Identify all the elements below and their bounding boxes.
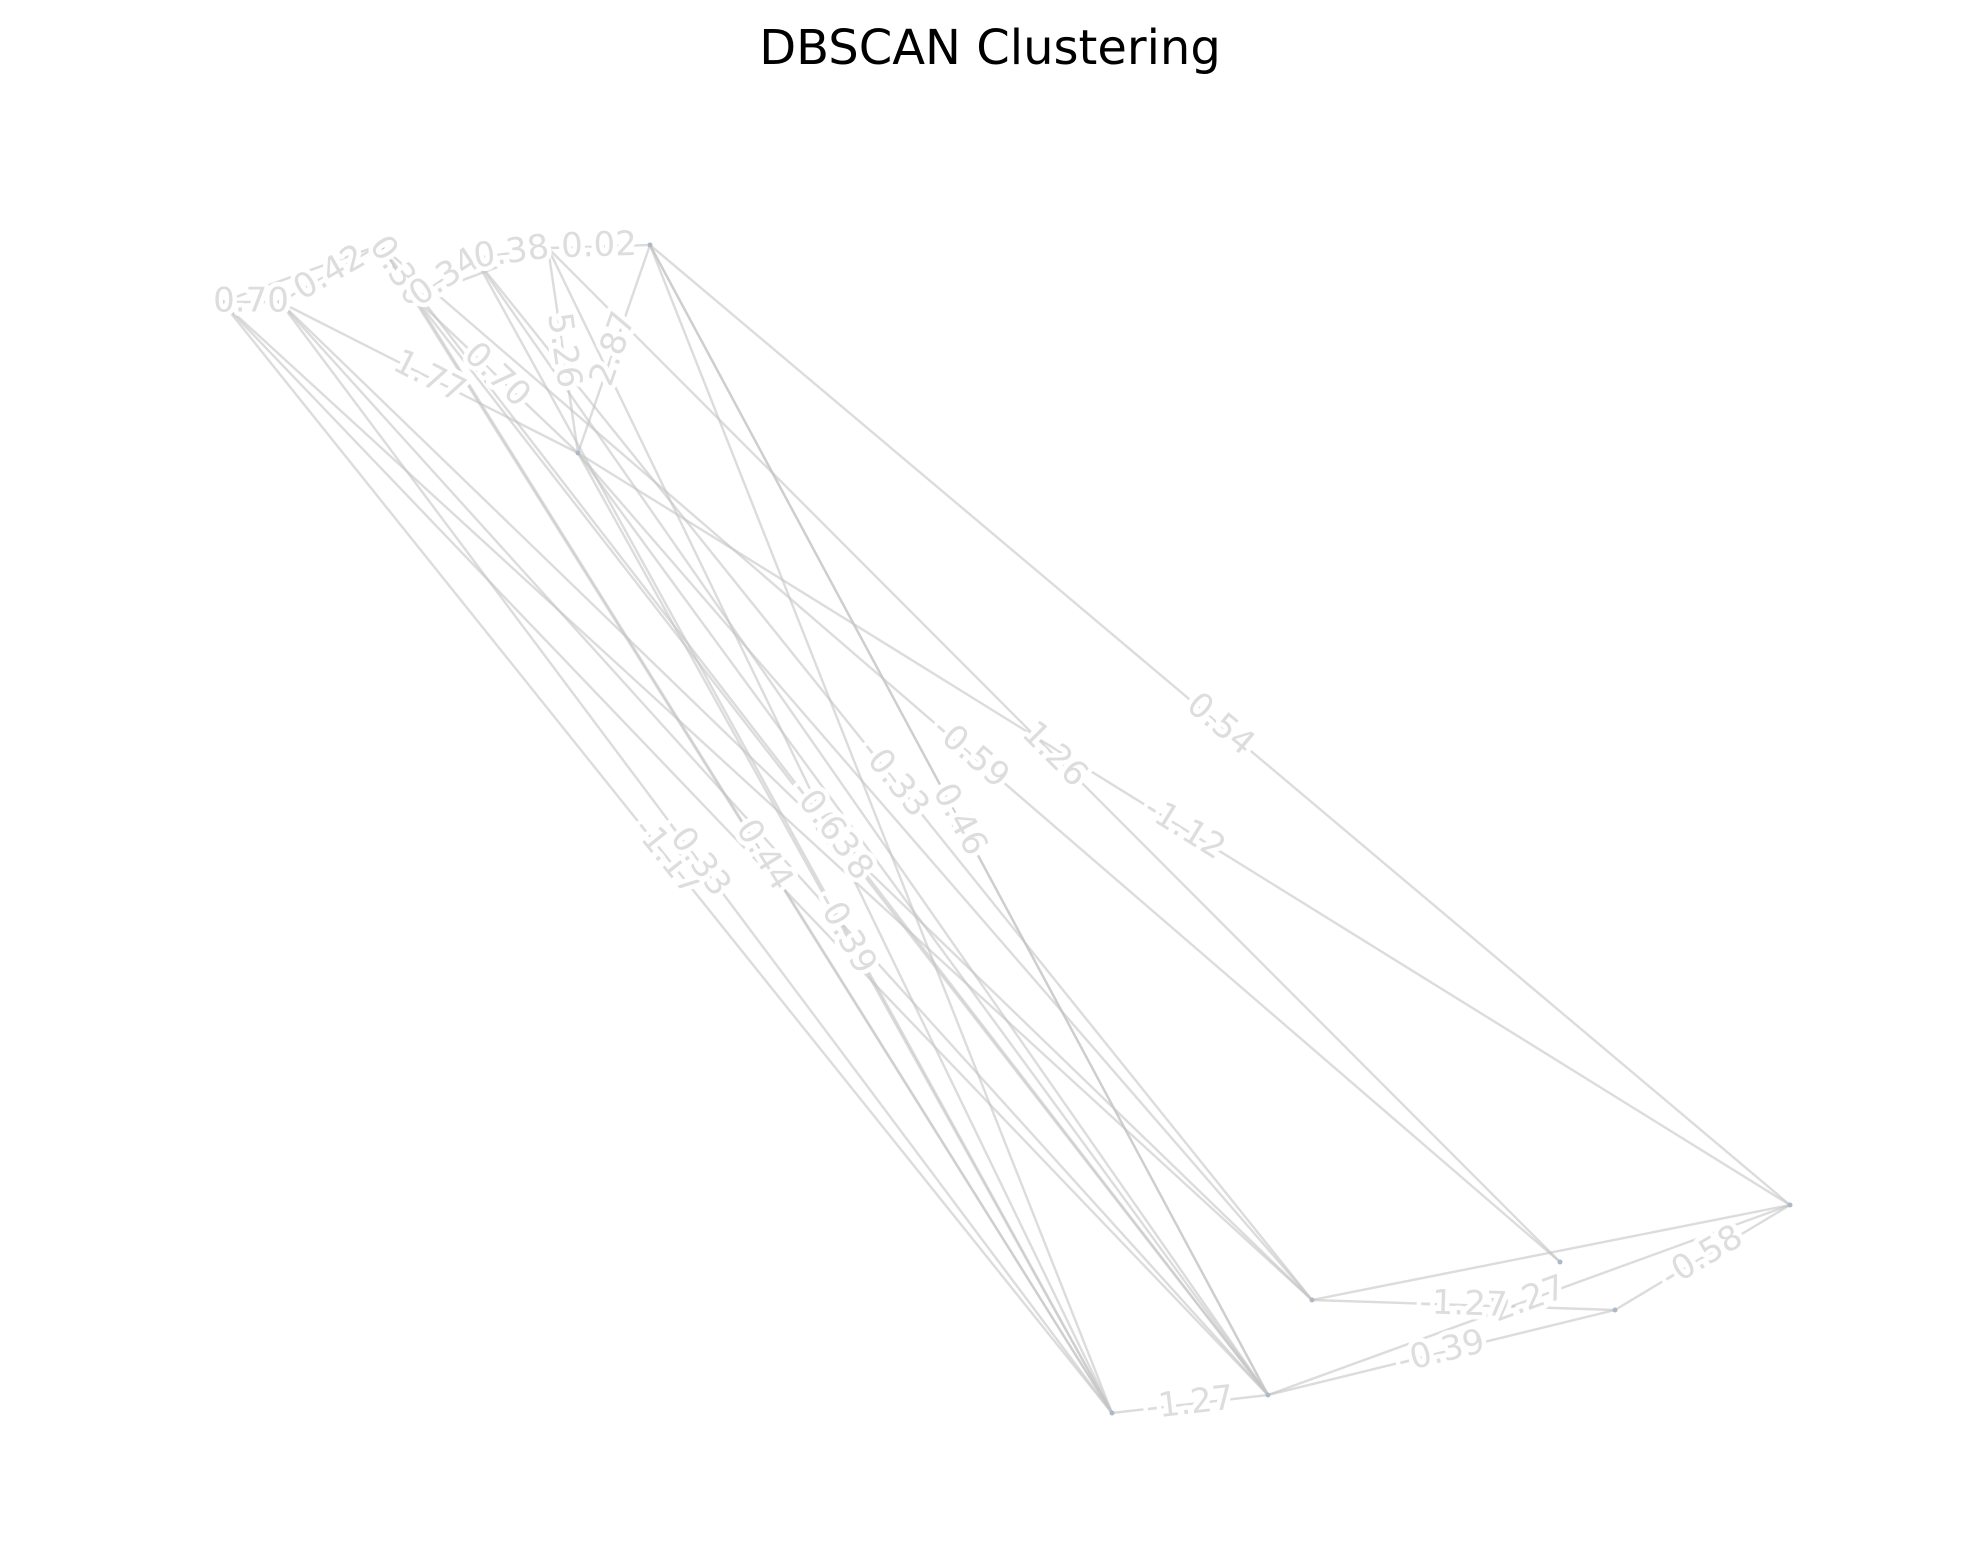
edge-n13-n9 [1311, 1203, 1791, 1302]
node-n11 [1109, 1410, 1115, 1416]
edge-n3-n11 [378, 244, 1114, 1414]
edge-n7-n9 [649, 244, 1791, 1206]
edge-label: 0.38 [471, 227, 551, 277]
edge-n7-n11 [648, 244, 1114, 1414]
edge-label: 0.02 [561, 224, 638, 266]
node-n5 [472, 255, 478, 261]
edge-n2-n8 [279, 300, 579, 455]
edge-n12-n14 [1267, 1308, 1616, 1397]
edge-n6-n8 [546, 247, 580, 454]
edge-n2-n11 [279, 301, 1113, 1414]
edge-n2-n12 [279, 301, 1269, 1396]
edge-n1-n3 [221, 243, 381, 304]
edge-label: 1.26 [1014, 713, 1096, 795]
edge-n1-n13 [221, 301, 1313, 1301]
edge-n6-n10 [547, 247, 1561, 1263]
node-n4 [412, 295, 418, 301]
edge-label: 1.77 [387, 341, 473, 411]
node-n10 [1557, 1259, 1563, 1265]
node-n1 [219, 299, 225, 305]
edge-n3-n10 [379, 244, 1561, 1263]
edges-layer [221, 243, 1791, 1415]
edge-n7-n8 [576, 244, 652, 454]
node-n13 [1309, 1297, 1315, 1303]
node-n12 [1265, 1392, 1271, 1398]
node-n14 [1612, 1307, 1618, 1313]
node-n9 [1787, 1202, 1793, 1208]
edge-n11-n12 [1111, 1393, 1269, 1415]
edge-label: 2.87 [581, 306, 644, 391]
edge-label: 0.70 [213, 281, 289, 321]
edge-n4-n6 [414, 246, 549, 300]
edge-n4-n5 [414, 257, 476, 299]
node-n2 [277, 299, 283, 305]
edge-label: -1.27 [1419, 1282, 1508, 1325]
edge-n6-n11 [546, 247, 1114, 1414]
edge-label: -1.12 [1137, 788, 1233, 868]
edge-label: -0.33 [852, 731, 938, 825]
edge-n7-n12 [648, 244, 1270, 1396]
edge-n2-n3 [279, 243, 381, 304]
edge-n1-n11 [221, 301, 1113, 1414]
edge-n8-n13 [577, 452, 1313, 1301]
edge-n5-n6 [474, 246, 549, 260]
chart-title: DBSCAN Clustering [759, 20, 1221, 76]
edge-label: -0.39 [1394, 1321, 1489, 1381]
node-n8 [575, 450, 581, 456]
edge-n1-n12 [221, 301, 1269, 1396]
edge-label: 0.44 [728, 812, 802, 897]
edge-n6-n7 [547, 243, 651, 250]
edge-n5-n13 [474, 257, 1313, 1301]
node-n3 [377, 242, 383, 248]
node-n7 [647, 242, 653, 248]
edge-n13-n14 [1311, 1298, 1616, 1312]
edge-n9-n14 [1614, 1203, 1791, 1312]
edge-n12-n9 [1267, 1203, 1791, 1397]
nodes-layer [219, 242, 1793, 1416]
edge-n5-n11 [473, 257, 1114, 1414]
edge-label: -1.27 [1144, 1378, 1236, 1428]
node-n6 [545, 245, 551, 251]
edge-n2-n13 [279, 301, 1313, 1301]
edge-n8-n9 [577, 451, 1791, 1207]
edge-n8-n12 [577, 452, 1269, 1396]
edge-n5-n12 [474, 257, 1269, 1396]
edge-label: 0.42 [286, 236, 372, 308]
